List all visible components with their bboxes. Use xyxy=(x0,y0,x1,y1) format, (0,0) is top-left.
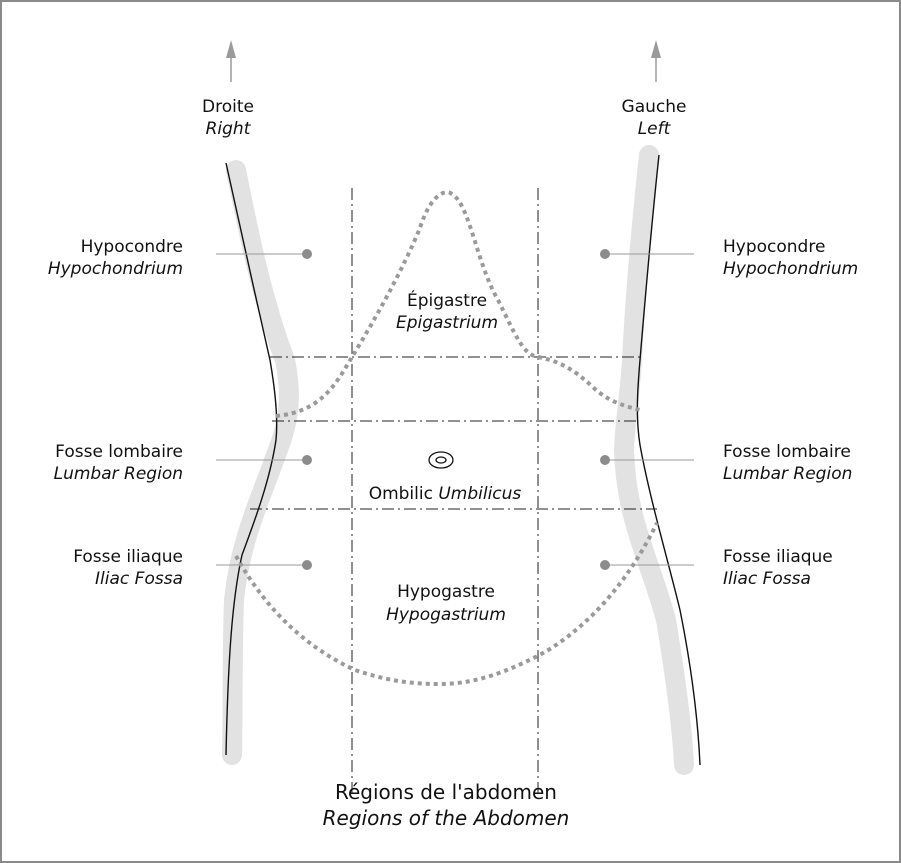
side-left-en: Left xyxy=(638,119,672,139)
umbilicus-icon xyxy=(428,451,454,469)
pelvic-outline xyxy=(234,522,659,687)
dot-iliac-right xyxy=(302,560,312,570)
dot-lumbar-right xyxy=(302,455,312,465)
label-lumbar-right-fr: Fosse lombaire xyxy=(55,442,183,462)
dot-iliac-left xyxy=(600,560,610,570)
side-left-fr: Gauche xyxy=(622,97,687,117)
body-line-left xyxy=(636,154,701,766)
label-iliac-right-fr: Fosse iliaque xyxy=(73,547,183,567)
label-epigastrium-en: Epigastrium xyxy=(396,313,498,333)
side-right-en: Right xyxy=(206,119,252,139)
label-hypochondrium-right-fr: Hypocondre xyxy=(81,237,183,257)
body-band-right xyxy=(222,160,299,765)
body-band-left xyxy=(613,145,694,775)
label-iliac-right-en: Iliac Fossa xyxy=(95,569,183,589)
diagram-title-en: Regions of the Abdomen xyxy=(323,806,570,830)
side-right-fr: Droite xyxy=(202,97,254,117)
diagram-title-fr: Régions de l'abdomen xyxy=(335,780,557,804)
dot-hypochondrium-left xyxy=(600,249,610,259)
label-umbilicus-fr: Ombilic xyxy=(369,484,433,504)
label-hypogastrium-en: Hypogastrium xyxy=(386,605,506,625)
label-hypochondrium-left-en: Hypochondrium xyxy=(723,259,858,279)
label-epigastrium-fr: Épigastre xyxy=(407,289,487,311)
label-lumbar-right-en: Lumbar Region xyxy=(54,464,183,484)
label-lumbar-left-en: Lumbar Region xyxy=(723,464,852,484)
arrow-up-right-side xyxy=(226,40,236,82)
body-line-right xyxy=(225,162,278,756)
label-umbilicus-en: Umbilicus xyxy=(438,484,521,504)
label-iliac-left-en: Iliac Fossa xyxy=(723,569,811,589)
dot-hypochondrium-right xyxy=(302,249,312,259)
label-hypochondrium-right-en: Hypochondrium xyxy=(48,259,183,279)
arrow-up-left-side xyxy=(651,40,661,82)
label-hypogastrium-fr: Hypogastre xyxy=(397,582,495,602)
label-hypochondrium-left-fr: Hypocondre xyxy=(723,237,825,257)
label-lumbar-left-fr: Fosse lombaire xyxy=(723,442,851,462)
label-iliac-left-fr: Fosse iliaque xyxy=(723,547,833,567)
label-umbilicus: Ombilic Umbilicus xyxy=(369,484,522,504)
dot-lumbar-left xyxy=(600,455,610,465)
